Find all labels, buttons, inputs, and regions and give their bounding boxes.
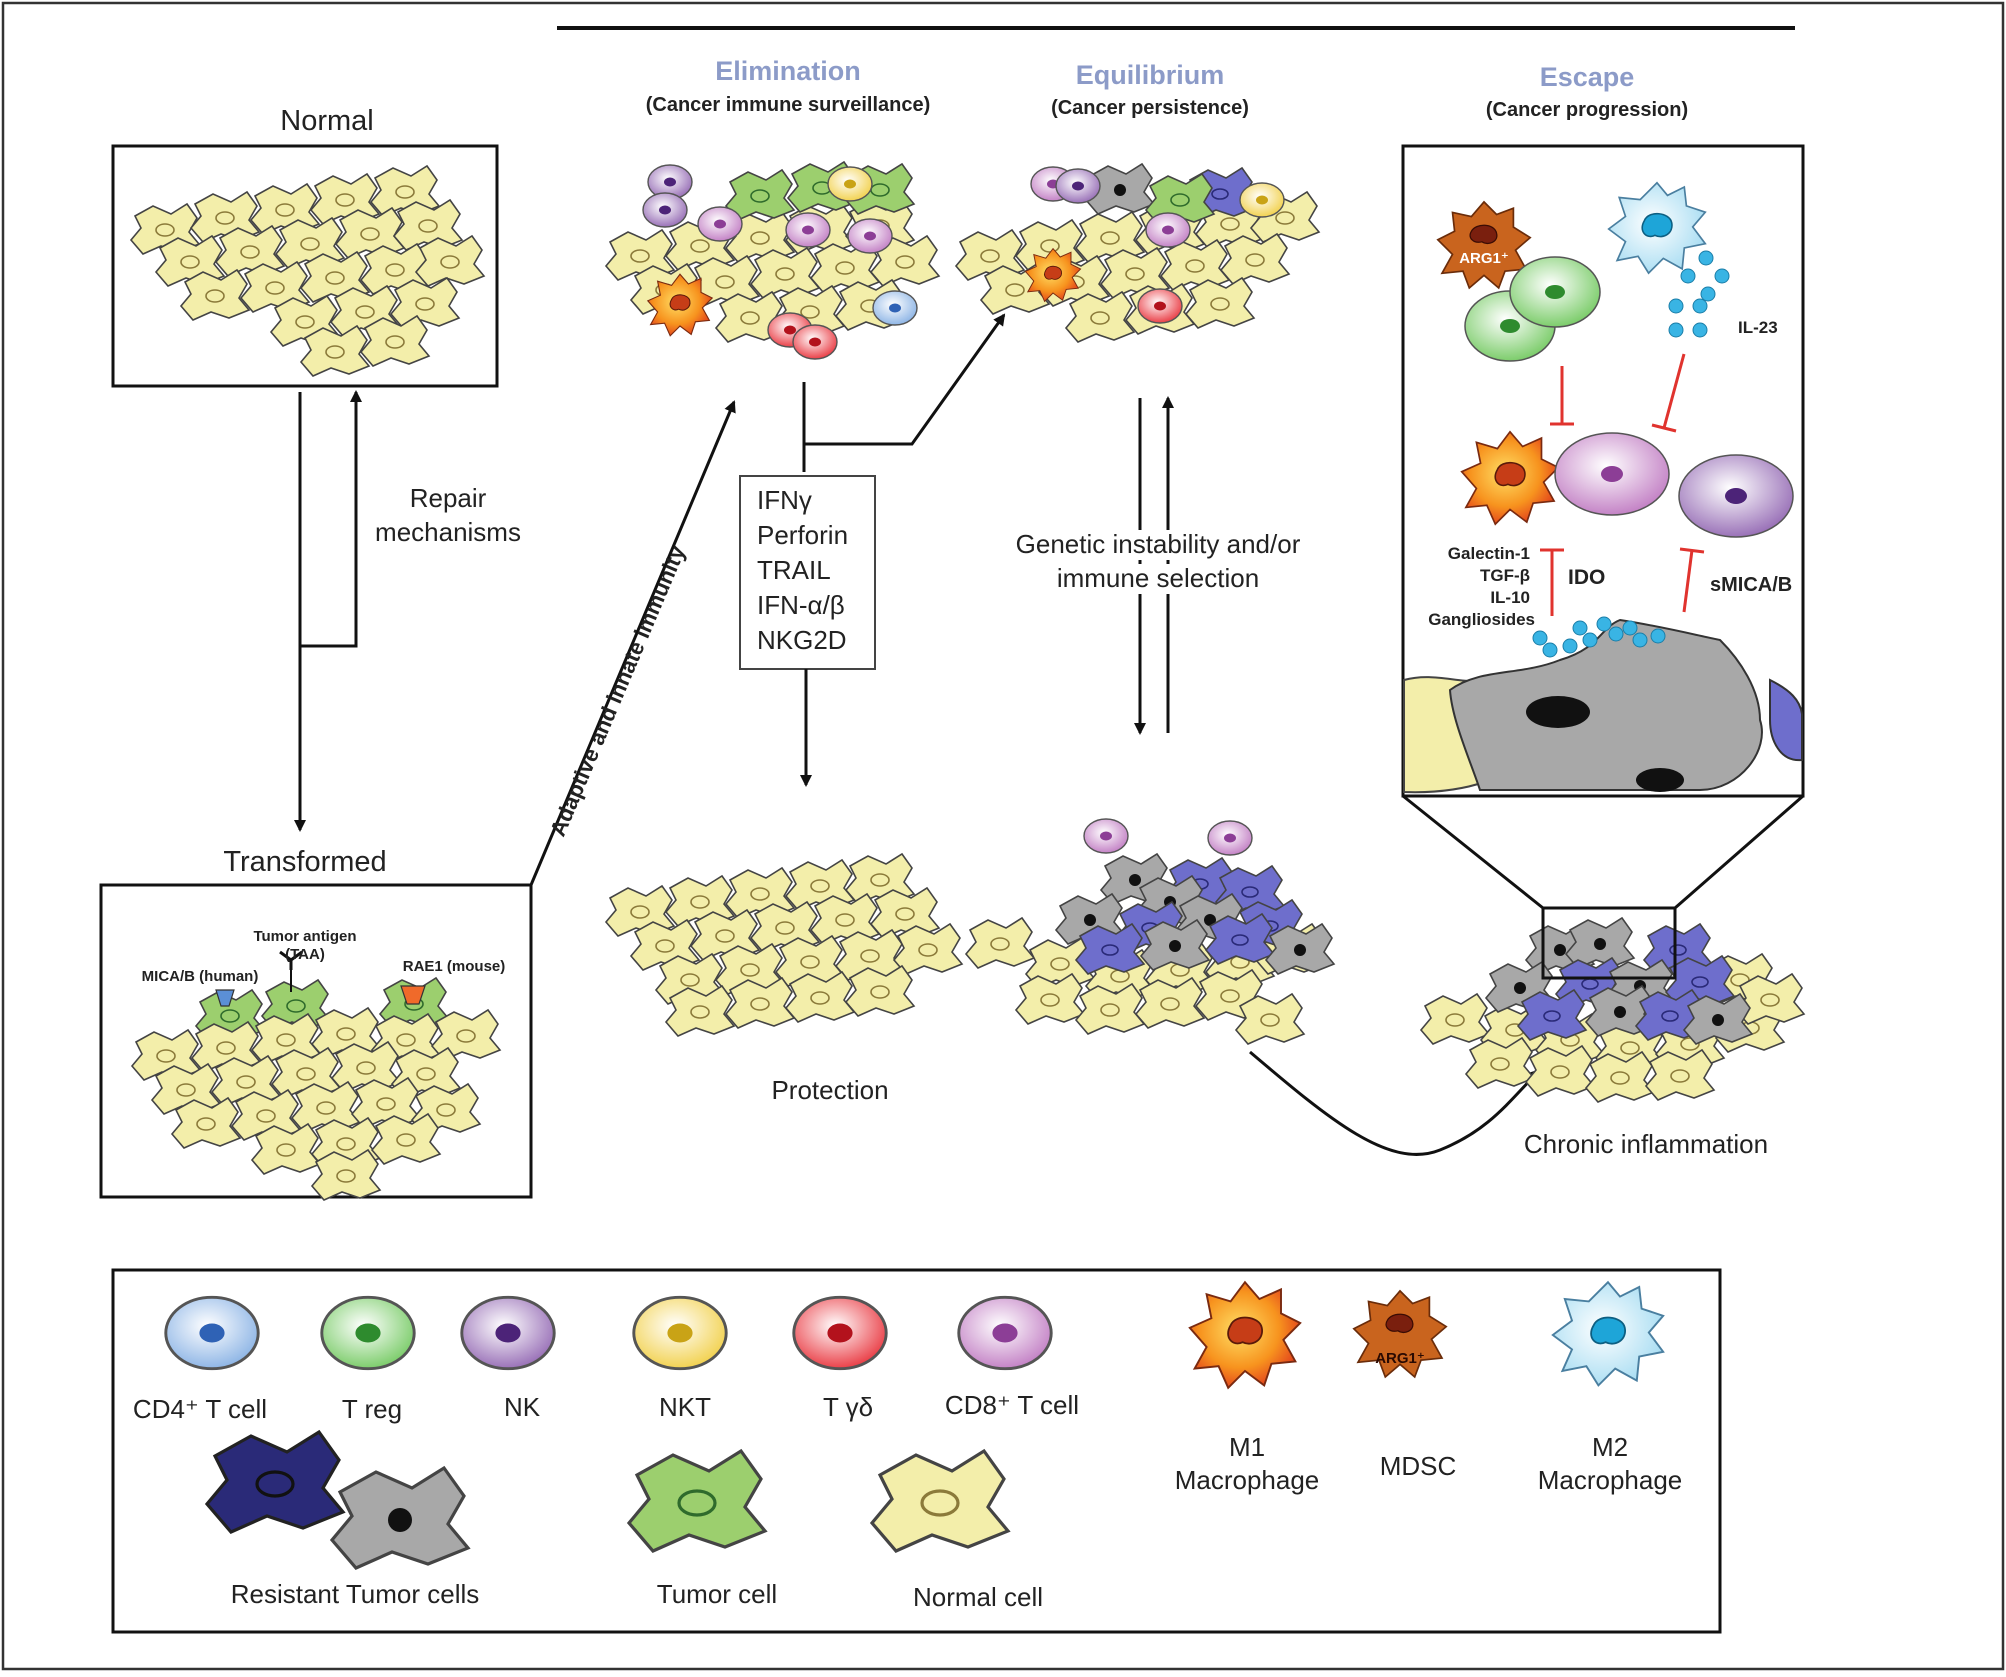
escape-tissue	[1420, 917, 1805, 1103]
escape-title: Escape	[1539, 62, 1635, 92]
suppressor-galectin: Galectin-1	[1447, 544, 1530, 563]
escape-detail	[1403, 181, 1803, 794]
legend-m2-line2: Macrophage	[1537, 1465, 1683, 1495]
legend-cd4: CD4⁺ T cell	[132, 1394, 268, 1424]
legend-cd8: CD8⁺ T cell	[944, 1390, 1080, 1420]
protection-label: Protection	[771, 1075, 889, 1105]
transformed-tissue	[131, 950, 501, 1201]
suppressor-tgfb: TGF-β	[1479, 566, 1530, 585]
suppressor-il10: IL-10	[1490, 588, 1530, 607]
elimination-subtitle: (Cancer immune surveillance)	[645, 94, 931, 116]
resistant-tissue	[965, 818, 1335, 1045]
normal-tissue	[130, 165, 485, 377]
legend-nk: NK	[503, 1392, 541, 1422]
mica-human-label: MICA/B (human)	[141, 968, 259, 985]
mediator-ifng: IFNγ	[757, 485, 812, 515]
repair-label-line2: mechanisms	[375, 517, 521, 547]
escape-subtitle: (Cancer progression)	[1485, 99, 1689, 121]
legend-tgd: T γδ	[822, 1392, 874, 1422]
elimination-tissue	[605, 161, 940, 360]
legend-nkt: NKT	[659, 1392, 711, 1422]
equilibrium-tissue	[955, 163, 1320, 343]
mediator-trail: TRAIL	[757, 555, 831, 585]
mediator-nkg2d: NKG2D	[757, 625, 847, 655]
equilibrium-subtitle: (Cancer persistence)	[1051, 97, 1249, 119]
mediator-perforin: Perforin	[757, 520, 849, 550]
mediator-ifn-ab: IFN-α/β	[757, 590, 845, 620]
taa-label: (TAA)	[285, 946, 325, 963]
chronic-inflammation-label: Chronic inflammation	[1523, 1129, 1769, 1159]
legend-mdsc-inner: ARG1⁺	[1375, 1350, 1425, 1367]
equilibrium-title: Equilibrium	[1075, 60, 1225, 90]
repair-label-line1: Repair	[409, 483, 487, 513]
smica-label: sMICA/B	[1710, 574, 1793, 596]
suppressor-gangliosides: Gangliosides	[1428, 610, 1535, 629]
legend-treg: T reg	[341, 1394, 403, 1424]
normal-label: Normal	[280, 105, 374, 137]
tumor-antigen-label: Tumor antigen	[253, 928, 357, 945]
legend-m1-line2: Macrophage	[1174, 1465, 1320, 1495]
elimination-title: Elimination	[715, 56, 861, 86]
legend-normal: Normal cell	[912, 1582, 1044, 1612]
legend-resistant: Resistant Tumor cells	[230, 1579, 480, 1609]
genetic-instability-line1: Genetic instability and/or	[1015, 529, 1301, 560]
ido-label: IDO	[1568, 566, 1606, 589]
legend-tumor: Tumor cell	[656, 1579, 778, 1609]
legend-icons	[164, 1281, 1665, 1570]
il23-label: IL-23	[1738, 318, 1778, 337]
arg1-label: ARG1⁺	[1459, 250, 1509, 267]
legend-m2-line1: M2	[1591, 1432, 1629, 1462]
protection-tissue	[605, 853, 963, 1037]
legend-mdsc: MDSC	[1379, 1451, 1457, 1481]
genetic-instability-line2: immune selection	[1056, 563, 1260, 594]
rae1-mouse-label: RAE1 (mouse)	[402, 958, 506, 975]
legend-m1-line1: M1	[1228, 1432, 1266, 1462]
transformed-label: Transformed	[223, 846, 387, 878]
